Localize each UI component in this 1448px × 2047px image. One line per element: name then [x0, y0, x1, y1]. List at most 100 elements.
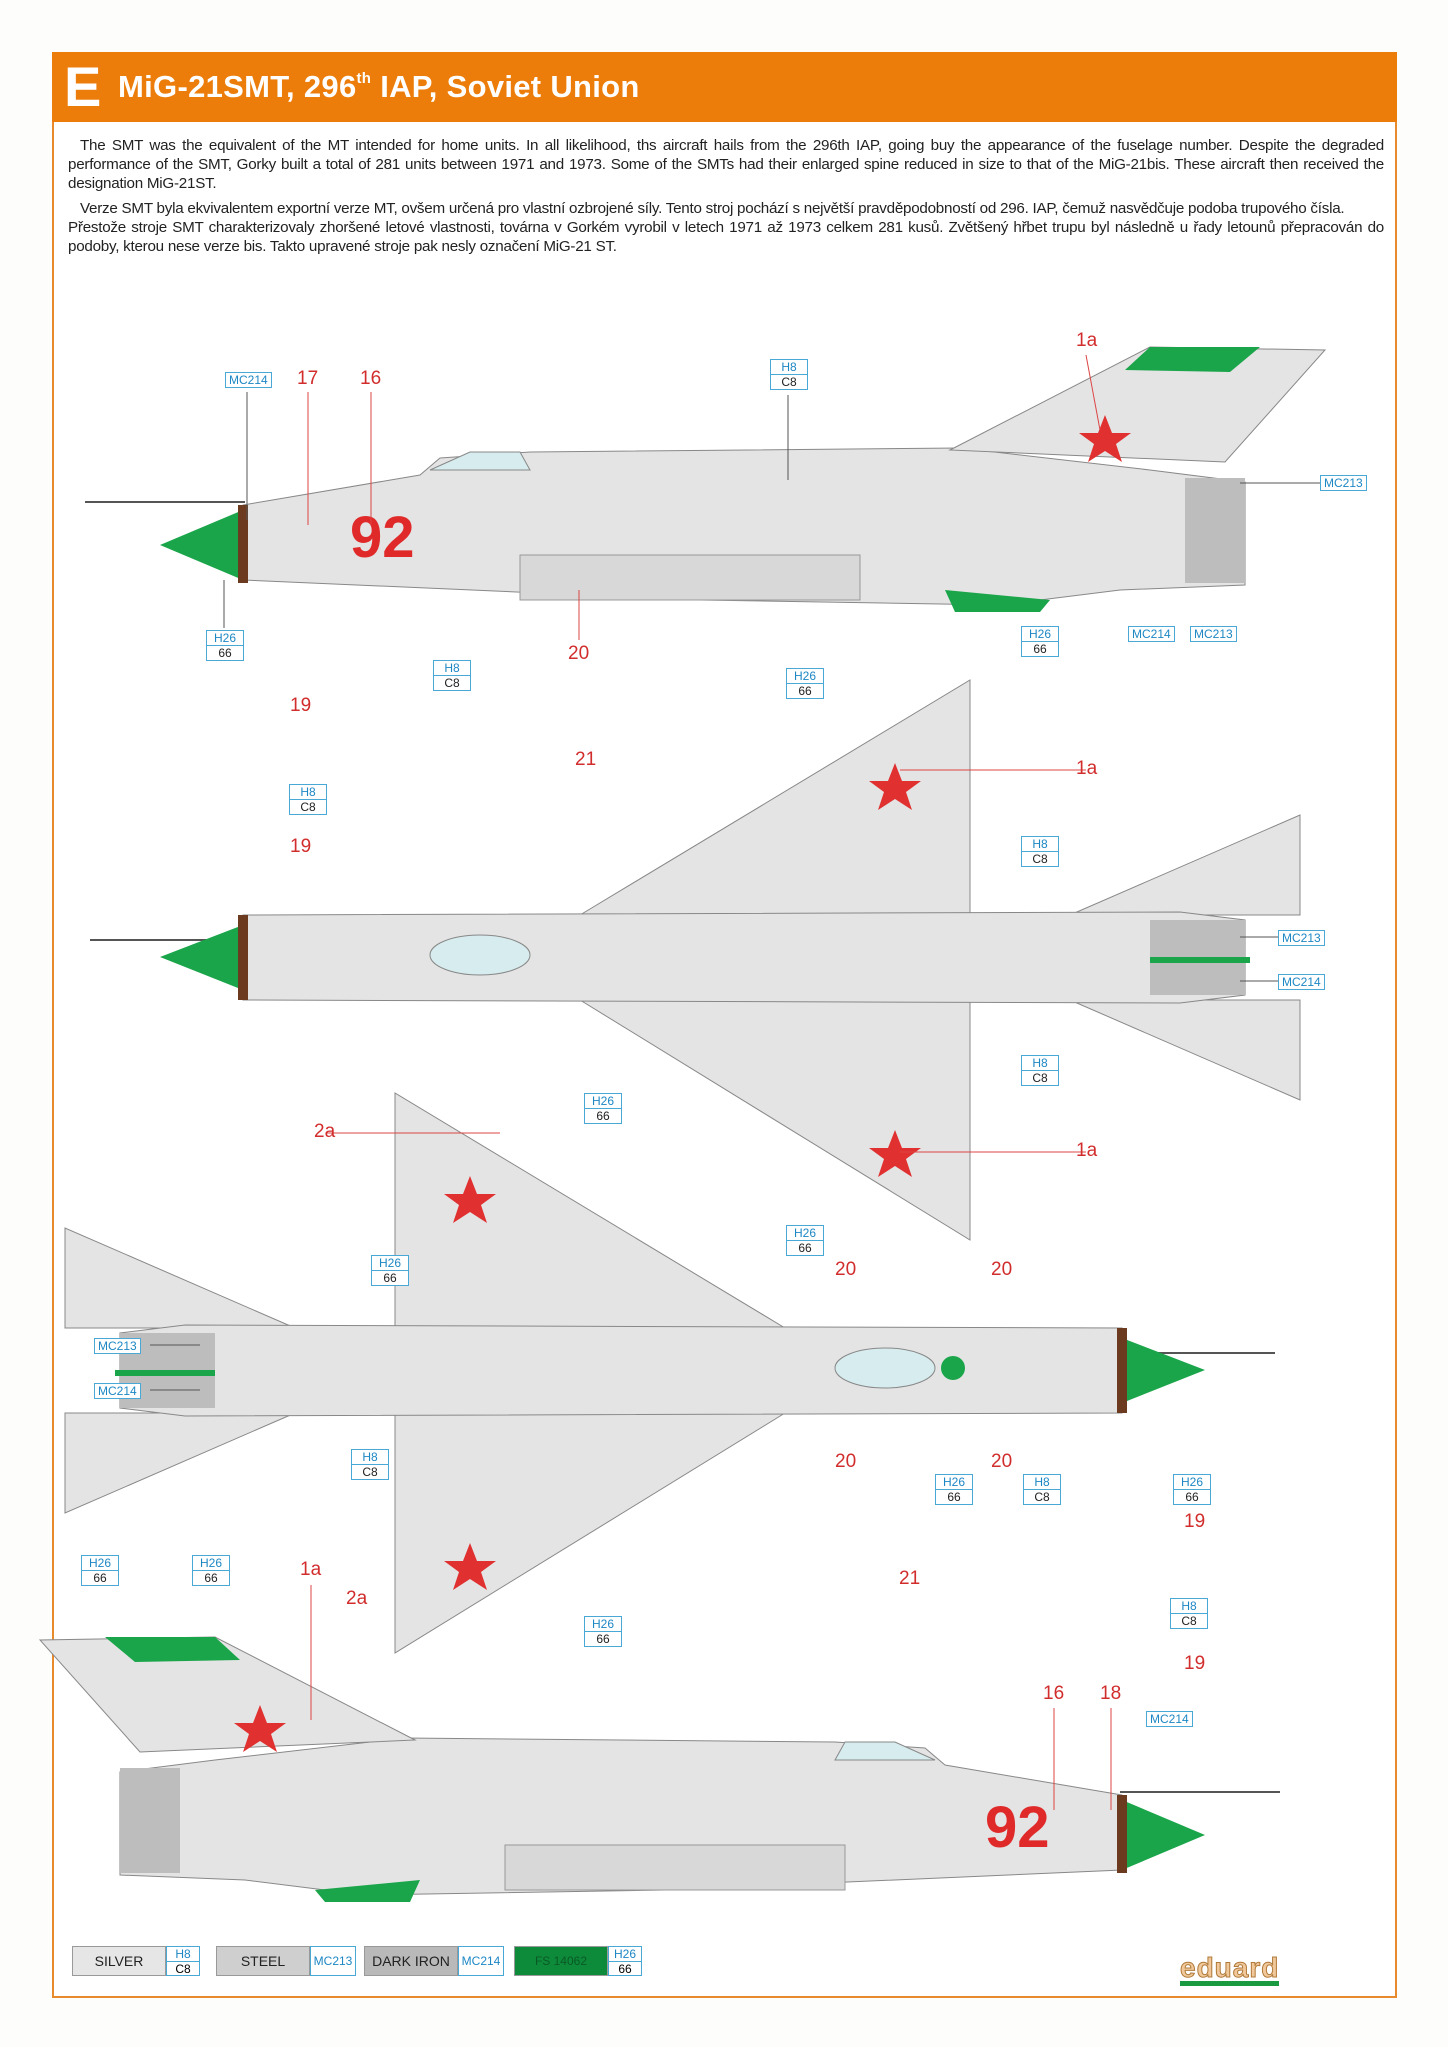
fuselage-number-left: 92	[350, 505, 415, 570]
decal-marker-20: 20	[568, 643, 590, 664]
code-mc214: MC214	[225, 372, 272, 388]
title-main: MiG-21SMT, 296	[118, 69, 357, 104]
code-bottom: C8	[1032, 1071, 1048, 1085]
code-top: H26	[585, 1094, 621, 1109]
title-rest: IAP, Soviet Union	[371, 69, 640, 104]
decal-marker-19: 19	[290, 695, 312, 716]
decal-marker-17: 17	[297, 368, 319, 389]
code-top: H26	[1174, 1475, 1210, 1490]
decal-marker-20: 20	[835, 1259, 857, 1280]
code-text: MC213	[1324, 476, 1363, 490]
decal-marker-20: 20	[835, 1451, 857, 1472]
legend-steel: STEEL MC213	[216, 1946, 356, 1976]
code-top: H8	[1022, 1056, 1058, 1071]
code-bottom: 66	[596, 1109, 610, 1123]
fuselage-number-right: 92	[985, 1795, 1050, 1860]
decal-marker-19: 19	[1184, 1511, 1206, 1532]
code-bottom: 66	[383, 1271, 397, 1285]
code-bottom: 66	[218, 646, 232, 660]
code-text: MC214	[1132, 627, 1171, 641]
decal-marker-19: 19	[1184, 1653, 1206, 1674]
code-bottom: C8	[362, 1465, 378, 1479]
code-mc213: MC213	[1320, 475, 1367, 491]
code-text: MC214	[98, 1384, 137, 1398]
code-top: H8	[1024, 1475, 1060, 1490]
code-bottom: C8	[175, 1962, 191, 1976]
code-top: H26	[609, 1947, 641, 1962]
title-sup: th	[356, 70, 372, 87]
code-text: MC214	[229, 373, 268, 387]
code-text: MC213	[98, 1339, 137, 1353]
profile-header: E MiG-21SMT, 296th IAP, Soviet Union	[52, 52, 1397, 122]
decal-marker-18: 18	[1100, 1683, 1122, 1704]
code-text: MC213	[1194, 627, 1233, 641]
description-cz-2: Přestože stroje SMT charakterizovaly zho…	[68, 219, 1384, 255]
decal-marker-2a: 2a	[314, 1121, 336, 1142]
code-top: H26	[1022, 627, 1058, 642]
legend-dark-iron: DARK IRON MC214	[364, 1946, 504, 1976]
code-top: H8	[1022, 837, 1058, 852]
code-bottom: 66	[798, 684, 812, 698]
code-bottom: C8	[1034, 1490, 1050, 1504]
code-text: MC214	[1150, 1712, 1189, 1726]
decal-marker-19: 19	[290, 836, 312, 857]
code-top: H26	[372, 1256, 408, 1271]
code-bottom: 66	[1185, 1490, 1199, 1504]
code-mc214: MC214	[1128, 626, 1175, 642]
code-top: H8	[1171, 1599, 1207, 1614]
side-view-right	[39, 1636, 1281, 1903]
code-top: H26	[585, 1617, 621, 1632]
code-bottom: 66	[204, 1571, 218, 1585]
code-bottom: C8	[444, 676, 460, 690]
swatch-silver: SILVER	[72, 1946, 166, 1976]
code-bottom: 66	[596, 1632, 610, 1646]
decal-marker-21: 21	[899, 1568, 921, 1589]
bottom-view	[64, 1092, 1276, 1654]
code-mc214: MC214	[94, 1383, 141, 1399]
code-bottom: C8	[781, 375, 797, 389]
description: The SMT was the equivalent of the MT int…	[68, 136, 1384, 262]
swatch-fs14062: FS 14062	[514, 1946, 608, 1976]
decal-marker-20: 20	[991, 1259, 1013, 1280]
eduard-logo: eduard	[1179, 1953, 1280, 1986]
code-text: MC213	[1282, 931, 1321, 945]
callout-lines	[307, 354, 1112, 1810]
code-bottom: 66	[947, 1490, 961, 1504]
swatch-dark-iron: DARK IRON	[364, 1946, 458, 1976]
code-bottom: C8	[1032, 852, 1048, 866]
code-top: H26	[207, 631, 243, 646]
description-en: The SMT was the equivalent of the MT int…	[68, 137, 1384, 192]
description-cz-1: Verze SMT byla ekvivalentem exportní ver…	[80, 200, 1345, 217]
swatch-codes: MC213	[310, 1946, 356, 1976]
decal-marker-1a: 1a	[1076, 758, 1098, 779]
code-top: H8	[434, 661, 470, 676]
code-top: H26	[787, 1226, 823, 1241]
code-top: H8	[290, 785, 326, 800]
code-top: H26	[193, 1556, 229, 1571]
decal-marker-1a: 1a	[1076, 330, 1098, 351]
code-top: H26	[936, 1475, 972, 1490]
code-top: H8	[167, 1947, 199, 1962]
decal-marker-20: 20	[991, 1451, 1013, 1472]
decal-marker-16: 16	[1043, 1683, 1065, 1704]
